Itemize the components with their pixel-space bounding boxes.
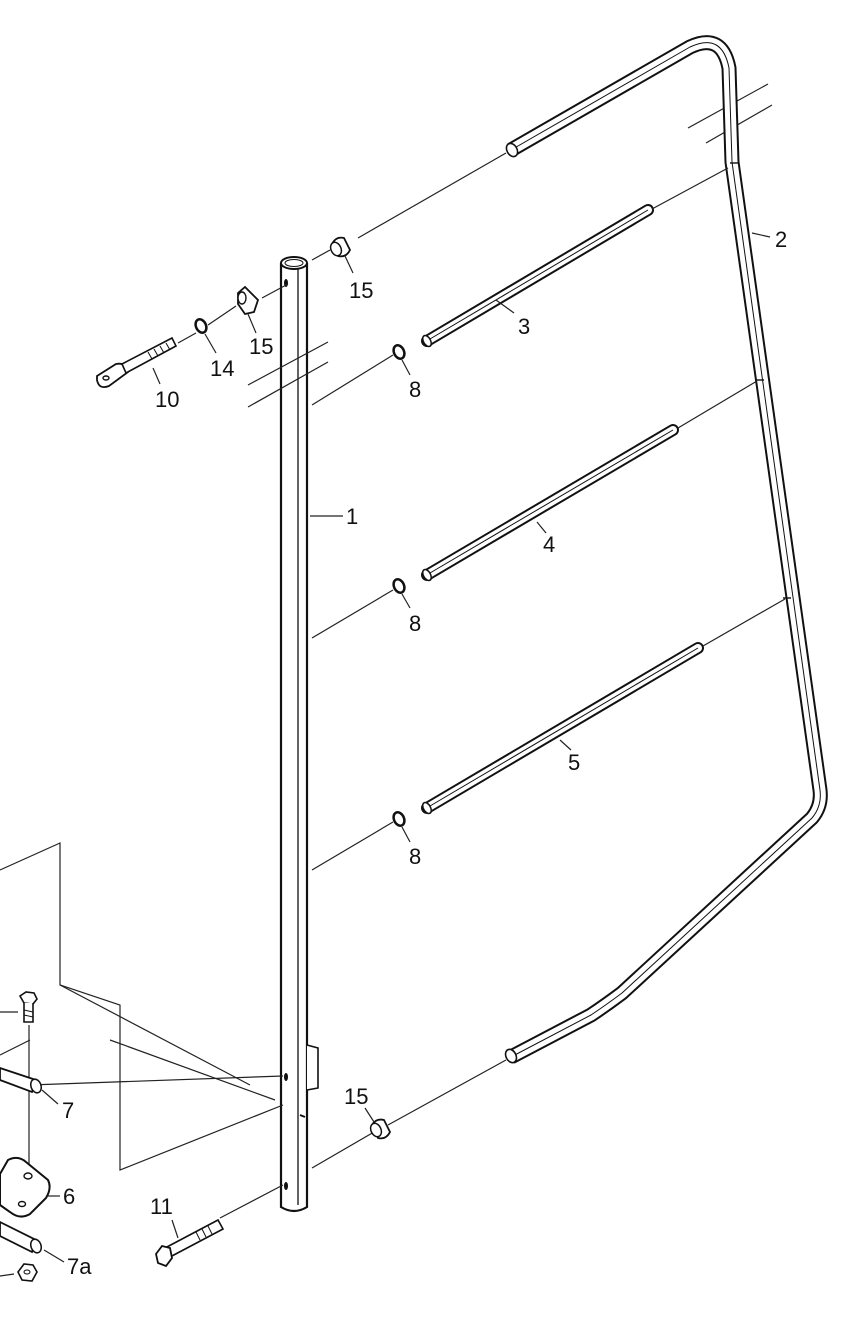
- washer-14: [194, 318, 208, 334]
- callout-leaders: [152, 232, 771, 1239]
- callout-15-top: 15: [349, 278, 373, 303]
- callout-6: 6: [63, 1184, 75, 1209]
- washer-8-upper: [392, 344, 406, 360]
- vertical-post-part: [279, 256, 319, 1213]
- cap-15-top: [329, 236, 352, 258]
- cap-15-bottom: [369, 1118, 392, 1140]
- callout-15-bottom: 15: [344, 1084, 368, 1109]
- callout-11: 11: [150, 1194, 173, 1219]
- cross-rod-3: [421, 204, 654, 348]
- callout-8-upper: 8: [409, 377, 421, 402]
- callout-labels: 1 2 3 4 5 6 7 7a 8 8 8 10 11 14 15 15 15: [62, 227, 787, 1279]
- pin-7a: [0, 1220, 65, 1263]
- assembly-lines: [29, 152, 786, 1219]
- bolt-11: [155, 1218, 225, 1268]
- eye-bolt-10: [96, 336, 178, 389]
- callout-14: 14: [210, 356, 234, 381]
- callout-7: 7: [62, 1098, 74, 1123]
- callout-10: 10: [155, 387, 179, 412]
- plate-6: [0, 1156, 60, 1218]
- callout-1: 1: [346, 504, 358, 529]
- callout-7a: 7a: [67, 1254, 92, 1279]
- pin-7: [0, 1067, 59, 1105]
- cross-rod-4: [421, 424, 679, 582]
- callout-15-middle: 15: [249, 334, 273, 359]
- washer-8-lower: [392, 811, 406, 827]
- break-marks: [247, 83, 773, 408]
- callout-5: 5: [568, 750, 580, 775]
- callout-2: 2: [775, 227, 787, 252]
- callout-8-middle: 8: [409, 611, 421, 636]
- small-bolt-upper-left: [0, 991, 38, 1172]
- background-outline: [0, 842, 284, 1171]
- washer-8-middle: [392, 578, 406, 594]
- nut-lower-left: [0, 1263, 38, 1282]
- bent-frame-tube-part: [504, 35, 828, 1064]
- cross-rod-5: [421, 642, 704, 815]
- cap-15-middle: [237, 285, 260, 316]
- callout-8-lower: 8: [409, 844, 421, 869]
- callout-4: 4: [543, 532, 555, 557]
- callout-3: 3: [518, 314, 530, 339]
